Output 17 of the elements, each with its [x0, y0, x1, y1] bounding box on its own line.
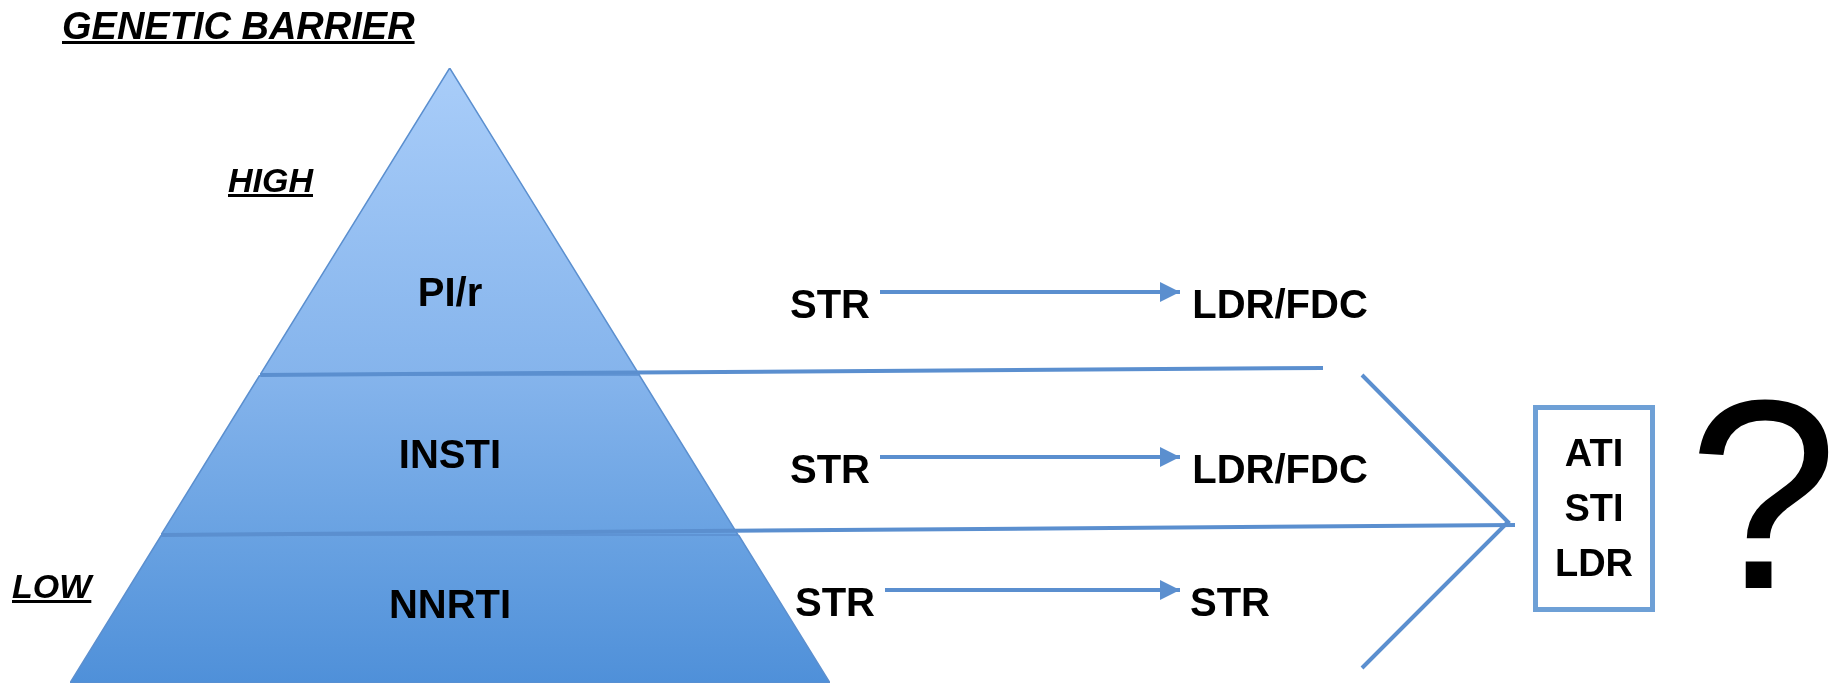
band-label: PI/r: [416, 270, 484, 314]
arrow: [880, 282, 1180, 302]
pyramid-band: [161, 375, 739, 535]
band-label: INSTI: [397, 432, 503, 476]
question-mark: ?: [1688, 380, 1838, 610]
regimen-box: ATI STI LDR: [1533, 405, 1655, 612]
drug-label: STR: [1180, 580, 1280, 624]
drug-label: LDR/FDC: [1180, 447, 1380, 491]
axis-label: LOW: [12, 568, 92, 606]
drug-label: LDR/FDC: [1180, 282, 1380, 326]
drug-label: STR: [780, 447, 880, 491]
axis-label: HIGH: [228, 162, 313, 200]
drug-label: STR: [780, 282, 880, 326]
arrow: [880, 447, 1180, 467]
drug-label: STR: [785, 580, 885, 624]
arrow: [885, 580, 1180, 600]
title: GENETIC BARRIER: [62, 6, 415, 48]
